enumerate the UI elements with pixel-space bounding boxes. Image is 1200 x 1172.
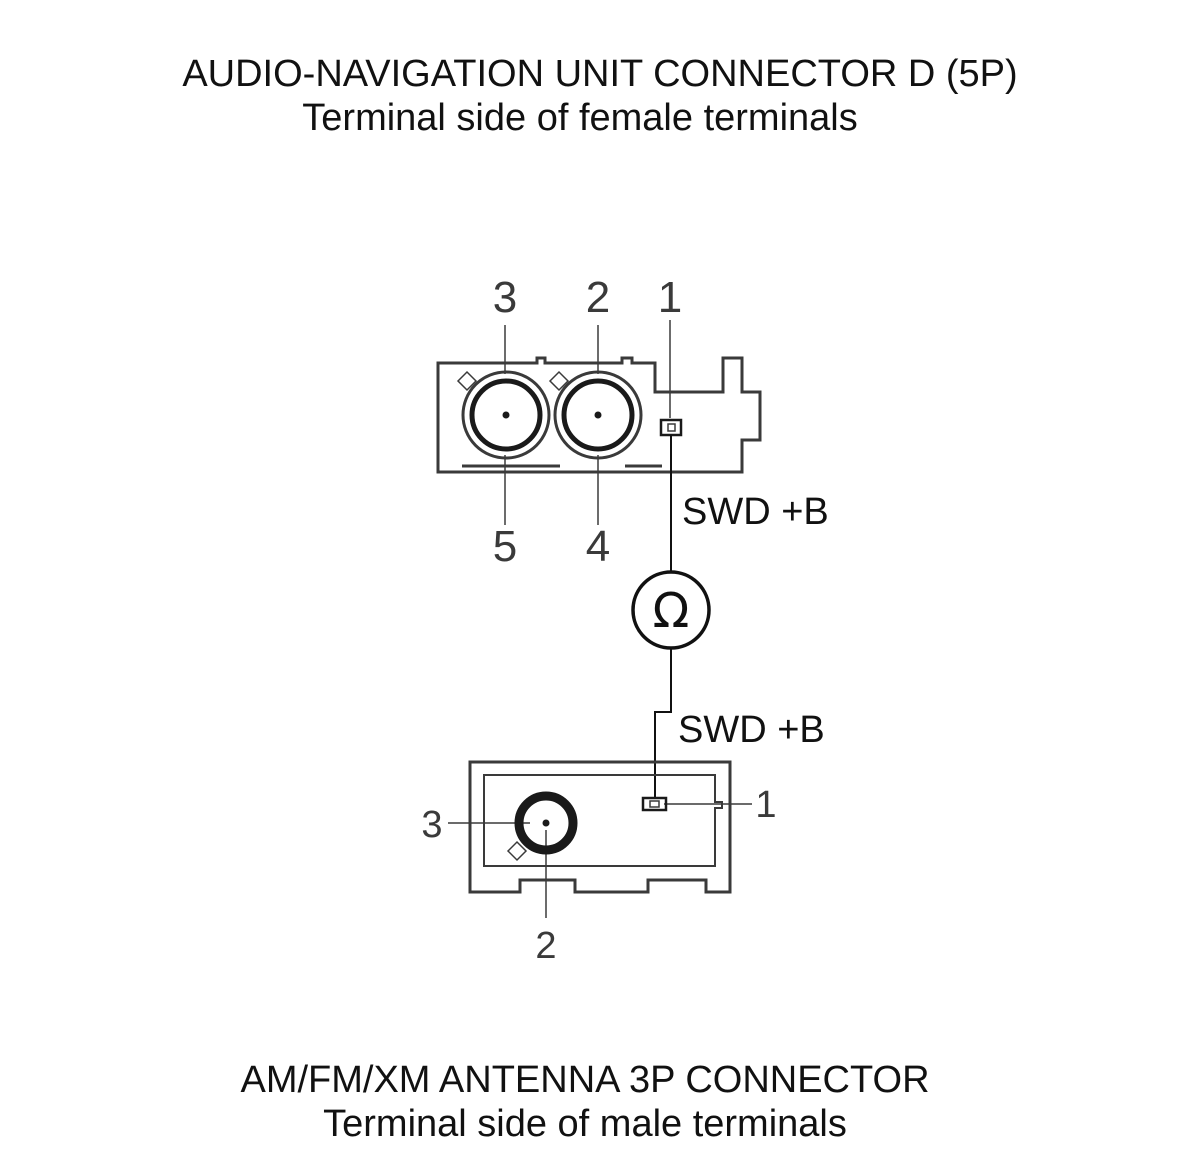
pin-1-terminal-core-icon — [649, 800, 660, 808]
pin-label-top: 3 — [493, 273, 517, 322]
pin-label-right: 1 — [755, 784, 776, 826]
test-lead-lower — [654, 648, 672, 798]
top-connector-heading: AUDIO-NAVIGATION UNIT CONNECTOR D (5P) T… — [0, 52, 1200, 140]
pin-1-terminal-core-icon — [667, 423, 676, 432]
audio-navigation-connector — [436, 320, 762, 525]
bottom-connector-title: AM/FM/XM ANTENNA 3P CONNECTOR — [240, 1059, 930, 1101]
pin-1-terminal-icon — [659, 418, 683, 437]
bottom-connector-heading: AM/FM/XM ANTENNA 3P CONNECTOR Terminal s… — [0, 1058, 1200, 1146]
socket-key-icon — [456, 370, 478, 392]
pin-1-terminal-icon — [641, 796, 668, 812]
pin-label-bottom: 5 — [493, 522, 517, 571]
top-connector-subtitle: Terminal side of female terminals — [302, 97, 858, 139]
coax-socket-icon — [553, 370, 643, 460]
ohm-symbol: Ω — [653, 583, 690, 639]
antenna-connector-outline — [468, 760, 732, 894]
coax-socket-icon — [461, 370, 551, 460]
coax-center-pin-icon — [502, 411, 510, 419]
coax-socket-inner-icon — [469, 378, 543, 452]
socket-key-icon — [548, 370, 570, 392]
coax-socket-inner-icon — [561, 378, 635, 452]
top-connector-title: AUDIO-NAVIGATION UNIT CONNECTOR D (5P) — [182, 53, 1018, 95]
pin-label-top: 2 — [586, 273, 610, 322]
pin-label-bottom: 4 — [586, 522, 610, 571]
test-wiring — [631, 435, 711, 798]
top-signal-label: SWD +B — [682, 491, 829, 533]
connector-d-outline — [436, 356, 762, 474]
antenna-connector-inner — [483, 774, 723, 867]
antenna-connector — [448, 760, 752, 918]
bottom-signal-label: SWD +B — [678, 709, 825, 751]
pin-label-bottom: 2 — [535, 925, 556, 967]
coax-center-pin-icon — [594, 411, 602, 419]
pin-label-left: 3 — [421, 804, 442, 846]
coax-plug-icon — [514, 791, 578, 855]
pin-label-top: 1 — [658, 273, 682, 322]
plug-key-icon — [506, 840, 528, 862]
coax-plug-center-icon — [542, 819, 550, 827]
bottom-connector-subtitle: Terminal side of male terminals — [323, 1103, 847, 1145]
